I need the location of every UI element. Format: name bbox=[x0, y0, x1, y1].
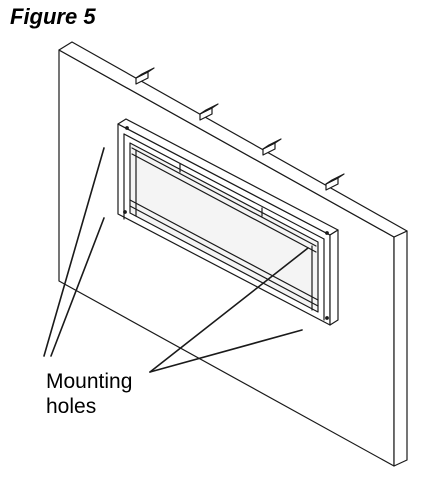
fireplace-insert bbox=[117, 118, 339, 326]
mounting-holes-label-line1: Mounting bbox=[46, 370, 133, 393]
mounting-holes-label: Mounting holes bbox=[46, 369, 132, 419]
mounting-holes-label-line2: holes bbox=[46, 395, 97, 418]
callout-leaders bbox=[43, 147, 309, 373]
wall-studs bbox=[135, 67, 345, 191]
figure-title: Figure 5 bbox=[10, 4, 96, 29]
